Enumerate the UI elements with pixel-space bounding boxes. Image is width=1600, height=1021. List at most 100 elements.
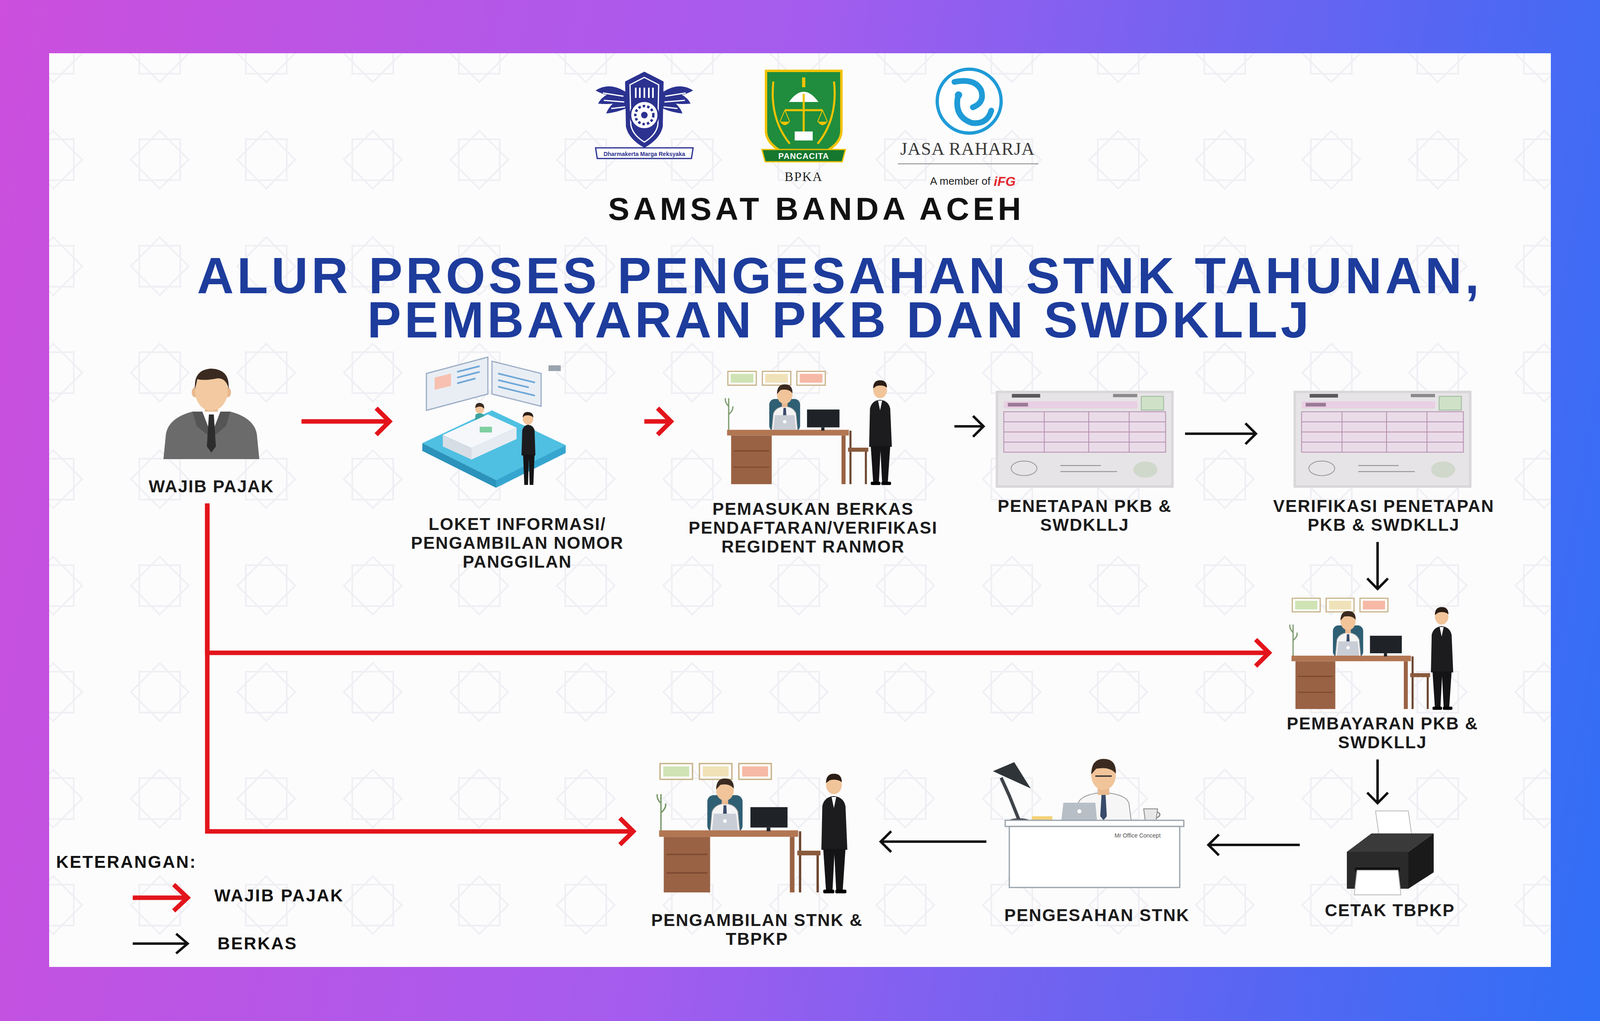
service-counter-illustration [434,373,451,390]
arrow-head [1255,639,1270,667]
taxpayer-flow-arrow [301,408,390,436]
legend-arrow [176,933,188,954]
service-counter-illustration [522,412,534,418]
office-desk-scene [992,759,1184,888]
arrow-head [972,416,984,438]
service-counter-illustration [457,366,480,384]
office-name: SAMSAT BANDA ACEH [608,190,1025,228]
process-step: CETAK TBPKP [1303,808,1476,924]
police-logo [625,71,664,148]
aceh-logo [761,149,846,162]
office-desk-scene [1001,777,1020,821]
office-desk-scene [1005,820,1184,827]
service-counter-illustration [471,427,517,460]
desk-scene [657,763,848,894]
legend-text-box: BERKAS [217,933,298,954]
legend-arrow [132,884,188,954]
legend-arrow [173,884,188,912]
aceh-logo [817,81,835,144]
police-logo [635,87,653,98]
step-label: LOKET INFORMASI/ PENGAMBILAN NOMOR PANGG… [398,514,637,572]
taxpayer-icon [163,411,260,460]
logo-tagline: A member of [930,175,991,188]
service-counter-illustration [422,357,566,488]
office-desk-scene [1100,795,1107,821]
legend-text-box: WAJIB PAJAK [214,886,345,906]
arrow-head [657,408,671,436]
police-logo [602,92,626,109]
aceh-logo [772,81,790,144]
service-counter-illustration [442,435,472,460]
desk-scene [1289,598,1454,710]
connector-line [1376,541,1379,590]
connector-line [1208,843,1300,847]
service-counter-illustration [426,357,488,411]
arrow-head [1208,834,1220,856]
document-flow-arrow [1208,834,1300,856]
document-flow-arrow [954,416,984,438]
aceh-logo [802,77,806,88]
aceh-logo [761,70,846,162]
police-logo [595,86,626,114]
taxpayer-icon [194,368,229,390]
taxpayer-icon [206,414,216,453]
jasa-raharja-logo [897,163,1039,165]
arrow-head [619,818,634,846]
service-counter-illustration [548,365,561,372]
step-label: PENGESAHAN STNK [994,906,1200,925]
printer-icon [1354,870,1401,896]
office-desk-scene [1091,759,1116,775]
process-step: PEMASUKAN BERKAS PENDAFTARAN/VERIFIKASI … [675,367,951,560]
legend-heading-box: KETERANGAN: [56,852,197,873]
printer-icon [1346,811,1434,896]
police-logo [630,77,659,143]
document-flow-arrow [1185,423,1256,445]
document-image [1293,390,1472,488]
jasa-raharja-logo [937,69,1002,134]
service-counter-illustration [521,424,536,456]
service-counter-illustration [475,403,485,409]
taxpayer-flow-arrow [644,408,671,436]
logo-motto-box: Dharmakerta Marga Reksyaka [603,150,685,158]
connector-line [954,425,984,428]
police-logo [595,147,694,159]
document-flow-arrow [880,831,987,853]
process-step: PENETAPAN PKB & SWDKLLJ [988,387,1181,538]
process-step: WAJIB PAJAK [125,367,298,500]
office-name-box: SAMSAT BANDA ACEH [608,190,1025,228]
office-desk-scene [1009,826,1180,888]
logo-tagline-box: A member of [930,175,991,188]
office-desk-scene [1077,809,1082,814]
office-desk-scene [992,762,1031,789]
diagram-title: ALUR PROSES PENGESAHAN STNK TAHUNAN, PEM… [143,253,1537,343]
office-desk-scene [1156,812,1161,819]
aceh-logo [766,70,842,161]
police-logo [663,92,686,109]
logo-ribbon-text: PANCACITA [778,151,830,161]
aceh-logo [779,110,828,122]
desk-brand-box: Mr Office Concept [1114,832,1161,839]
logo-wordmark-box: JASA RAHARJA [900,138,1036,160]
jasa-raharja-logo [897,69,1039,164]
service-counter-illustration [491,361,542,407]
process-step: VERIFIKASI PENETAPAN PKB & SWDKLLJ [1260,387,1507,538]
document-flow-arrow [1367,541,1389,590]
document-flow-arrow [1367,759,1389,804]
desk-scene [725,371,893,485]
legend-arrow [132,942,187,946]
process-step: PEMBAYARAN PKB & SWDKLLJ [1273,593,1492,756]
diagram-title-box: ALUR PROSES PENGESAHAN STNK TAHUNAN, PEM… [143,253,1537,343]
logo-caption: BPKA [784,169,823,185]
printer-icon [1408,833,1434,889]
arrow-head [1367,578,1389,590]
legend-heading: KETERANGAN: [56,852,197,873]
police-logo [662,86,694,114]
office-desk-scene [1061,802,1097,821]
connector-line [1185,432,1256,436]
arrow-head [1245,423,1256,445]
police-logo [641,111,648,119]
process-step: LOKET INFORMASI/ PENGAMBILAN NOMOR PANGG… [394,355,641,576]
taxpayer-icon [163,368,260,460]
step-label: PEMASUKAN BERKAS PENDAFTARAN/VERIFIKASI … [679,499,947,557]
